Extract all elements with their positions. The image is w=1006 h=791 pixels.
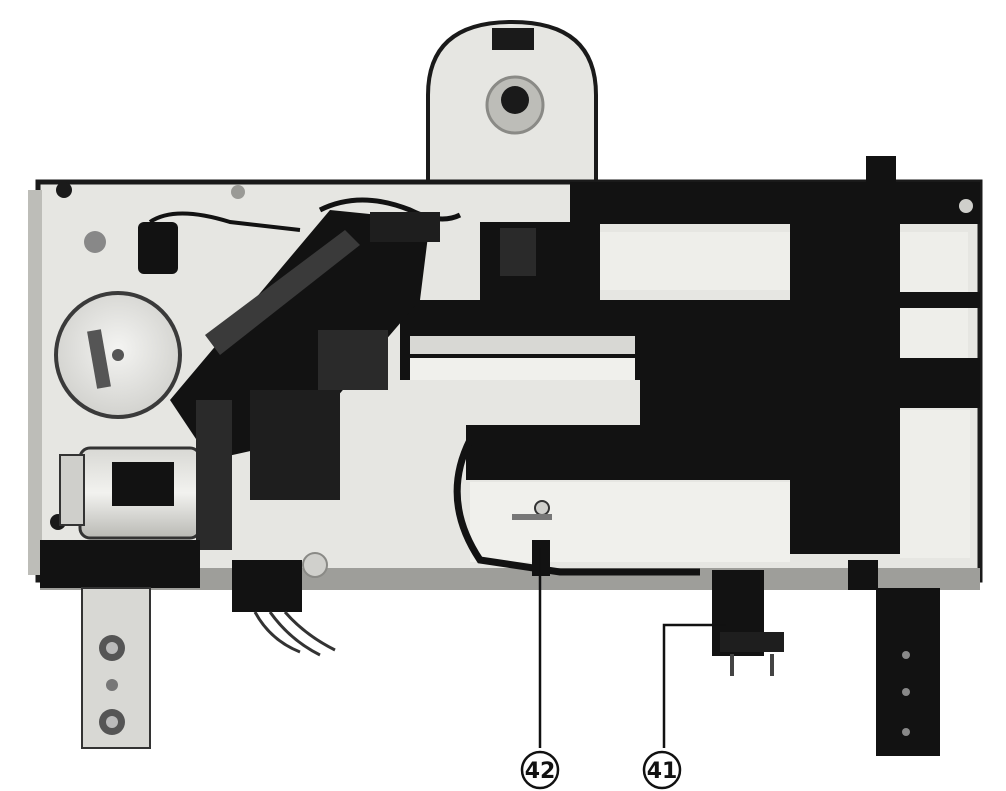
leader-lines	[538, 548, 726, 748]
drive-shaft	[170, 210, 430, 500]
callout-41-label: 41	[647, 759, 678, 784]
top-tab	[426, 19, 598, 187]
cable-loop	[453, 438, 700, 576]
part-41-switch	[712, 570, 784, 676]
callout-41-circle	[642, 750, 682, 790]
callout-42-label: 42	[525, 759, 556, 784]
lower-panel	[470, 482, 790, 562]
carriage-assembly	[560, 156, 980, 558]
callout-41: 41	[642, 750, 682, 790]
center-guide	[400, 222, 790, 480]
right-bracket	[848, 560, 940, 756]
gear	[54, 291, 182, 419]
callout-42: 42	[520, 750, 560, 790]
callout-42-circle	[520, 750, 560, 790]
upper-left-parts	[84, 197, 462, 274]
bottom-left-connectors	[40, 540, 336, 657]
leader-line-41	[662, 623, 726, 748]
motor	[59, 400, 232, 550]
left-bracket	[81, 587, 151, 749]
